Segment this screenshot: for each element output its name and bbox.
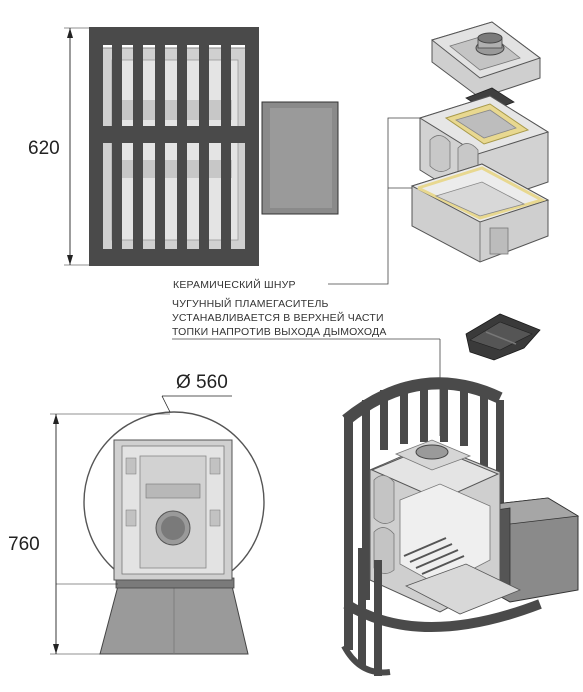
flame-arrester-part — [465, 313, 541, 361]
height-760-label: 760 — [8, 534, 40, 555]
front-view — [64, 27, 339, 266]
exploded-view — [328, 21, 550, 285]
casting-lower-body — [410, 163, 550, 263]
casting-lid — [430, 21, 542, 99]
flame-arrester-label-1: ЧУГУННЫЙ ПЛАМЕГАСИТЕЛЬ — [172, 297, 329, 310]
bottom-front-view — [50, 395, 265, 655]
flame-arrester-label-2: УСТАНАВЛИВАЕТСЯ В ВЕРХНЕЙ ЧАСТИ — [172, 311, 384, 324]
height-620-label: 620 — [28, 138, 60, 159]
cutaway-view — [341, 377, 580, 676]
flame-arrester-label-3: ТОПКИ НАПРОТИВ ВЫХОДА ДЫМОХОДА — [172, 326, 387, 338]
ceramic-cord-label: КЕРАМИЧЕСКИЙ ШНУР — [173, 278, 296, 291]
diameter-560-label: Ø 560 — [176, 372, 228, 393]
